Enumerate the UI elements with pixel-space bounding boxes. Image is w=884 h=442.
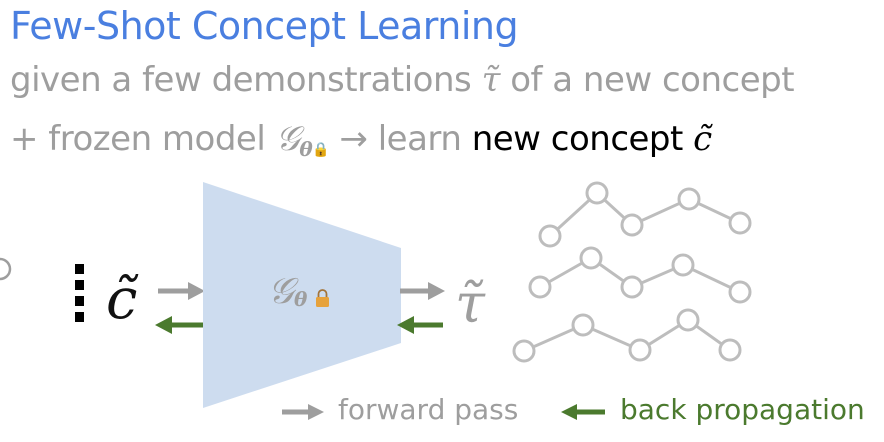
frozen-model-subscript: θ (299, 137, 313, 161)
line1-text-before: given a few demonstrations (10, 60, 472, 100)
input-concept-symbol: c̃ (106, 267, 139, 332)
back-propagation-legend-arrow (561, 404, 605, 420)
trajectory-node (528, 275, 552, 299)
trajectory-node (628, 338, 652, 362)
output-demonstrations-symbol: τ̃ (455, 272, 486, 335)
trajectory-node (677, 187, 701, 211)
trajectory-node (579, 246, 603, 270)
description-line-2: + frozen model 𝒢θ🔒 → learn new concept c… (10, 119, 712, 161)
page-title: Few-Shot Concept Learning (10, 4, 519, 48)
trajectory-path (548, 190, 741, 238)
forward-pass-legend-arrow (282, 404, 324, 420)
trajectory-node (512, 339, 536, 363)
trajectory-node (728, 211, 752, 235)
dotted-bar (75, 264, 84, 322)
line1-text-after: of a new concept (510, 60, 795, 100)
new-concept-text: new concept (471, 119, 684, 159)
model-lock-icon (316, 289, 329, 307)
concept-symbol: c̃ (693, 119, 712, 159)
forward-pass-label: forward pass (338, 393, 519, 426)
trajectory-path (523, 318, 731, 353)
frozen-model-symbol: 𝒢 (275, 119, 300, 159)
trajectory-node (585, 181, 609, 205)
cropped-node (0, 257, 12, 281)
trajectory-node (676, 308, 700, 332)
frozen-model-block (203, 182, 401, 408)
demonstrations-symbol: τ̃ (481, 60, 501, 100)
trajectory-node (571, 313, 595, 337)
trajectory-node (718, 338, 742, 362)
forward-arrow-in (158, 282, 205, 300)
arrow-right: → (339, 119, 368, 159)
trajectories (512, 181, 752, 363)
trajectory-node (538, 224, 562, 248)
trajectory-node (620, 275, 644, 299)
model-subscript: θ (294, 287, 308, 311)
back-arrow-in (155, 316, 203, 334)
back-arrow-out (397, 316, 443, 334)
forward-arrow-out (400, 282, 445, 300)
lock-icon: 🔒 (312, 142, 330, 158)
trajectory-node (671, 253, 695, 277)
trajectory-node (620, 213, 644, 237)
description-line-1: given a few demonstrations τ̃ of a new c… (10, 60, 795, 100)
line2-text-before: + frozen model (10, 119, 266, 159)
back-propagation-label: back propagation (620, 393, 865, 426)
learn-text: learn (377, 119, 462, 159)
trajectory-node (728, 280, 752, 304)
